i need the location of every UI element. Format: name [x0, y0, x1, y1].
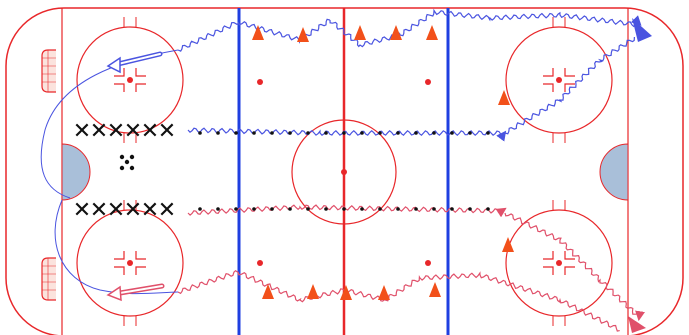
puck-dot: [198, 207, 202, 211]
cone-icon: [498, 90, 510, 105]
puck-dot: [288, 207, 292, 211]
player-marker: ✕: [158, 198, 176, 223]
net-icon-top-left: [41, 49, 56, 93]
puck-dot: [306, 131, 310, 135]
pass-path: [54, 199, 179, 295]
cone-icon: [252, 25, 264, 40]
puck-dot: [324, 207, 328, 211]
puck-dot: [198, 131, 202, 135]
neutral-dot: [425, 260, 431, 266]
player-marker: ✕: [107, 198, 125, 223]
puck-dot: [306, 207, 310, 211]
cone-icon: [429, 282, 441, 297]
cone-icon: [340, 285, 352, 300]
player-marker: ✕: [73, 119, 91, 144]
puck-dot: [360, 131, 364, 135]
puck: [124, 159, 130, 165]
puck-dot: [468, 207, 472, 211]
player-marker: ✕: [158, 119, 176, 144]
skate-path: [504, 212, 646, 322]
puck-dot: [468, 131, 472, 135]
cones: [252, 25, 514, 300]
cone-icon: [307, 284, 319, 299]
puck-dot: [414, 207, 418, 211]
puck-dot: [342, 131, 346, 135]
puck-dot: [486, 207, 490, 211]
puck-dot: [234, 131, 238, 135]
puck-dot: [324, 131, 328, 135]
puck-dot: [450, 131, 454, 135]
cone-icon: [426, 25, 438, 40]
shot-arrow-head: [632, 18, 652, 42]
right-goal-crease: [599, 143, 629, 201]
puck-dot: [432, 207, 436, 211]
puck-dot: [414, 131, 418, 135]
player-marker: ✕: [73, 198, 91, 223]
puck: [129, 165, 135, 171]
puck: [119, 154, 125, 160]
puck-dot: [486, 131, 490, 135]
center-faceoff-circle: [291, 119, 397, 225]
player-marker: ✕: [107, 119, 125, 144]
faceoff-circle-bottom-right: [505, 200, 613, 326]
puck-dot: [270, 207, 274, 211]
puck-dot: [234, 207, 238, 211]
exit-arrow-red-inner: [119, 285, 163, 294]
player-marker: ✕: [90, 198, 108, 223]
player-marker: ✕: [124, 119, 142, 144]
puck-dot: [360, 207, 364, 211]
cone-icon: [390, 25, 402, 40]
cone-icon: [297, 27, 309, 42]
player-lines: ✕✕✕✕✕✕✕✕✕✕✕✕: [73, 119, 176, 223]
puck-dot: [378, 207, 382, 211]
puck-dot: [270, 131, 274, 135]
player-marker: ✕: [90, 119, 108, 144]
net-icon-bottom-left: [41, 257, 56, 301]
puck: [119, 165, 125, 171]
cone-icon: [502, 237, 514, 252]
neutral-dot: [425, 79, 431, 85]
puck-dot: [396, 207, 400, 211]
skate-path: [177, 8, 642, 52]
left-goal-crease: [61, 143, 91, 201]
faceoff-circle-bottom-left: [76, 200, 184, 326]
puck-dot: [252, 207, 256, 211]
faceoff-circle-top-right: [505, 17, 613, 143]
cone-icon: [262, 284, 274, 299]
puck-dot: [450, 207, 454, 211]
skate-paths: [40, 8, 652, 333]
puck-dot: [216, 131, 220, 135]
puck-dot: [342, 207, 346, 211]
puck-dot: [396, 131, 400, 135]
puck-dot: [216, 207, 220, 211]
puck-dot: [288, 131, 292, 135]
cone-icon: [354, 25, 366, 40]
exit-arrow-blue-inner: [117, 53, 161, 65]
exit-arrow-red-head: [106, 285, 122, 302]
shot-arrow-head: [628, 316, 646, 333]
player-marker: ✕: [124, 198, 142, 223]
skate-path: [504, 36, 635, 135]
neutral-dot: [257, 260, 263, 266]
puck: [129, 154, 135, 160]
puck-dot: [378, 131, 382, 135]
puck-trails: [119, 131, 490, 211]
exit-arrow-blue-head: [106, 56, 121, 74]
puck-dot: [252, 131, 256, 135]
neutral-dot: [257, 79, 263, 85]
skate-path: [177, 269, 620, 332]
faceoff-circle-top-left: [76, 17, 184, 143]
player-marker: ✕: [141, 119, 159, 144]
puck-dot: [432, 131, 436, 135]
cone-icon: [378, 285, 390, 300]
center-faceoff-dot: [341, 169, 347, 175]
player-marker: ✕: [141, 198, 159, 223]
